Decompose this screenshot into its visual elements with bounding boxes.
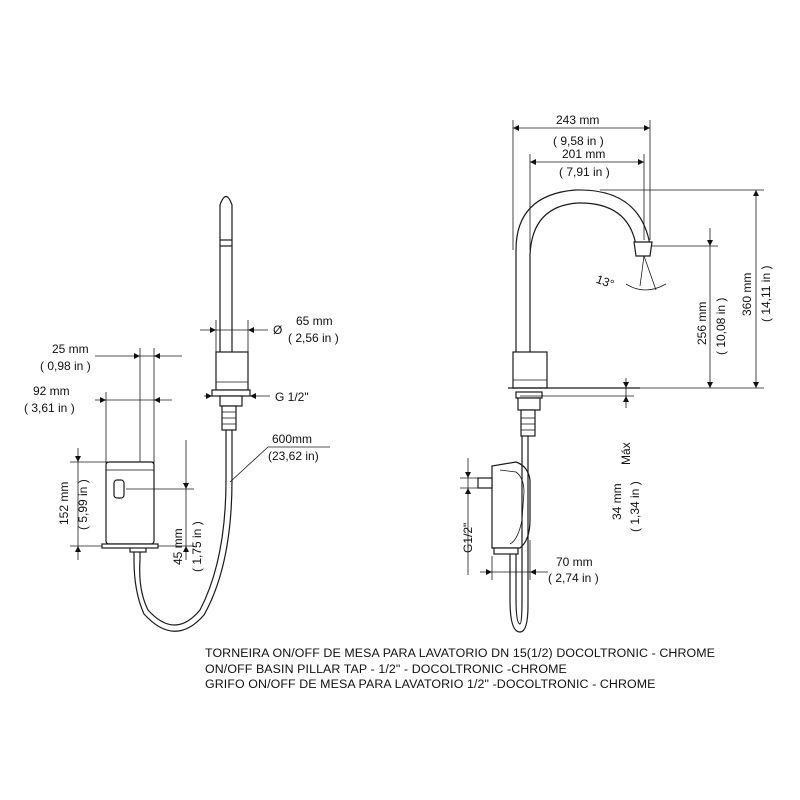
dim-box-depth-mm: 25 mm [52, 342, 89, 356]
dim-box-width-mm: 92 mm [33, 384, 70, 398]
dim-reach-outlet-in: ( 7,91 in ) [559, 165, 610, 179]
arrow [623, 382, 629, 388]
left-tap-body [215, 351, 249, 391]
angle-arc [625, 283, 667, 291]
dim-box-depth-in: ( 2,74 in ) [548, 571, 599, 585]
dim-reach-total-mm: 243 mm [556, 113, 599, 127]
arrow [530, 569, 536, 575]
arrow [210, 327, 216, 333]
dim-hose-mm: 600mm [272, 432, 312, 446]
arrow [248, 327, 254, 333]
right-thread [520, 409, 536, 437]
dim-box-width-in: ( 3,61 in ) [24, 401, 75, 415]
left-sensor-window [113, 479, 125, 499]
dim-angle: 13° [594, 272, 616, 291]
dim-box-height-in: ( 5,99 in ) [76, 479, 90, 530]
leader-line [229, 446, 269, 483]
left-box-base [101, 543, 159, 549]
right-box-face [499, 469, 525, 545]
arrow [134, 353, 140, 359]
arrow [206, 393, 212, 399]
arrow [465, 472, 471, 478]
left-hose-inner [133, 430, 233, 632]
arrow [486, 569, 492, 575]
right-outlet [633, 241, 653, 257]
right-view: 13° 243 mm ( 9,58 in ) 201 mm [460, 113, 773, 633]
caption-line-en: ON/OFF BASIN PILLAR TAP - 1/2" - DOCOLTR… [205, 661, 567, 676]
right-hose [509, 436, 529, 633]
arrow [530, 159, 536, 165]
dim-outlet-height-mm: 256 mm [695, 302, 709, 345]
arrow [183, 483, 189, 489]
arrow [707, 382, 713, 388]
dim-total-height-in: ( 14,11 in ) [759, 266, 773, 322]
arrow [513, 125, 519, 131]
dim-hose-in: (23,62 in) [268, 449, 319, 463]
right-spout-inner [529, 202, 637, 352]
dim-box-thread: G1/2" [461, 523, 475, 553]
arrow [623, 396, 629, 402]
right-electronic-box [491, 461, 531, 549]
arrow [183, 546, 189, 552]
dim-box-depth-in: ( 0,98 in ) [40, 359, 91, 373]
dim-outlet-height-in: ( 10,08 in ) [714, 298, 728, 355]
right-flange [515, 391, 543, 399]
right-spout-outer [515, 189, 651, 352]
arrow [753, 382, 759, 388]
left-hose [139, 430, 227, 626]
dim-spout-diameter-in: ( 2,56 in ) [288, 331, 339, 345]
dim-reach-outlet-mm: 201 mm [562, 147, 605, 161]
arrow [100, 397, 106, 403]
dim-max-label: Máx [619, 442, 633, 465]
arrow [75, 546, 81, 552]
left-electronic-box [105, 461, 155, 545]
diameter-symbol: Ø [273, 323, 282, 337]
right-inlet-pipe [477, 477, 493, 489]
arrow [75, 456, 81, 462]
angle-line [639, 255, 645, 287]
caption-line-es: GRIFO ON/OFF DE MESA PARA LAVATORIO 1/2"… [205, 677, 656, 691]
caption-line-pt: TORNEIRA ON/OFF DE MESA PARA LAVATORIO D… [205, 646, 716, 660]
arrow [638, 159, 644, 165]
product-caption: TORNEIRA ON/OFF DE MESA PARA LAVATORIO D… [205, 646, 795, 693]
right-hose-inner [515, 436, 523, 625]
dim-sensor-height-mm: 45 mm [171, 528, 185, 565]
arrow [465, 488, 471, 494]
arrow [753, 190, 759, 196]
right-nut [517, 397, 541, 411]
arrow [154, 397, 160, 403]
angle-line [643, 255, 657, 291]
left-nut [219, 395, 243, 407]
left-view: Ø 65 mm ( 2,56 in ) G 1/2" 600mm (23,62 … [24, 195, 339, 632]
dim-total-height-mm: 360 mm [740, 273, 754, 316]
dim-box-height-mm: 152 mm [57, 482, 71, 525]
dim-deck-thickness-mm: 34 mm [610, 483, 624, 520]
dim-sensor-height-in: ( 1,75 in ) [190, 521, 204, 572]
dim-deck-thickness-in: ( 1,34 in ) [628, 481, 642, 532]
dim-spout-diameter-mm: 65 mm [296, 314, 333, 328]
arrow [644, 125, 650, 131]
right-box-base [493, 547, 519, 555]
dim-thread: G 1/2" [275, 390, 309, 404]
arrow [250, 393, 256, 399]
left-flange [211, 389, 251, 397]
right-tap-body [512, 351, 548, 389]
arrow [707, 240, 713, 246]
arrow [154, 353, 160, 359]
left-spout-pipe [219, 195, 233, 352]
left-box-cover [105, 461, 155, 471]
dim-box-depth-mm: 70 mm [556, 555, 593, 569]
dim-reach-total-in: ( 9,58 in ) [553, 134, 604, 148]
